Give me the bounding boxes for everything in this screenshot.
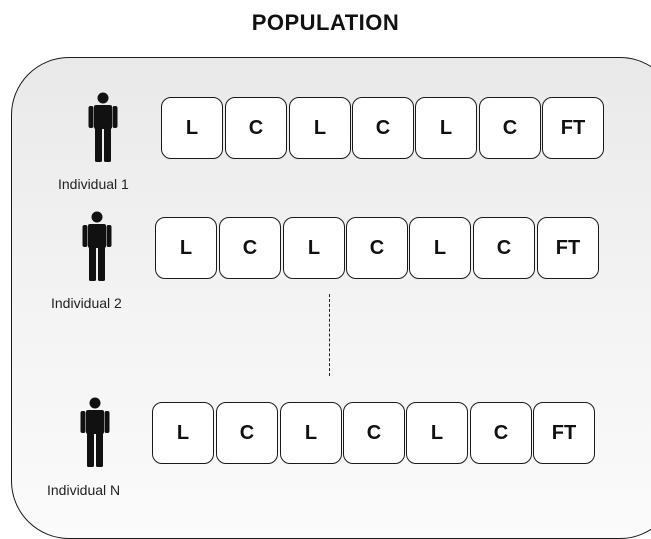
person-icon (88, 92, 118, 162)
person-icon (82, 211, 112, 281)
gene-cell: FT (533, 402, 595, 464)
gene-cell: C (225, 97, 287, 159)
gene-cell: C (219, 217, 281, 279)
gene-cell: L (280, 402, 342, 464)
person-icon (80, 397, 110, 467)
gene-cell: L (409, 217, 471, 279)
diagram-title: POPULATION (251, 10, 400, 35)
individual-label: Individual N (47, 482, 121, 498)
gene-cell: C (473, 217, 535, 279)
ellipsis-dashed-line (329, 294, 330, 376)
gene-cell: L (155, 217, 217, 279)
gene-cell: L (289, 97, 351, 159)
individual-label: Individual 2 (51, 295, 122, 311)
individual-label: Individual 1 (58, 176, 129, 192)
gene-cell: C (343, 402, 405, 464)
gene-cell: L (161, 97, 223, 159)
gene-cell: L (152, 402, 214, 464)
gene-cell: C (216, 402, 278, 464)
gene-cell: L (415, 97, 477, 159)
gene-cell: L (406, 402, 468, 464)
gene-cell: L (283, 217, 345, 279)
gene-cell: C (352, 97, 414, 159)
gene-cell: FT (542, 97, 604, 159)
gene-cell: C (470, 402, 532, 464)
gene-cell: C (346, 217, 408, 279)
gene-cell: FT (537, 217, 599, 279)
gene-cell: C (479, 97, 541, 159)
